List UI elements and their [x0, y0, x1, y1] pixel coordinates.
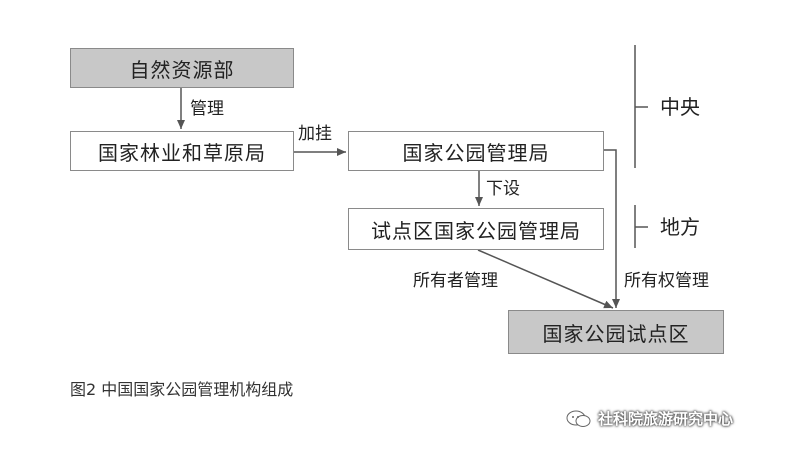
label-manage: 管理	[190, 99, 224, 119]
label-establish: 下设	[486, 179, 520, 199]
arrow-rights-manage	[604, 149, 620, 308]
label-attach: 加挂	[298, 124, 332, 144]
level-local: 地方	[660, 215, 700, 239]
node-forestry-admin: 国家林业和草原局	[70, 131, 294, 171]
wechat-icon	[566, 410, 591, 427]
node-pilot-admin: 试点区国家公园管理局	[348, 208, 604, 250]
arrow-ownership-manage	[477, 249, 614, 309]
node-pilot-area: 国家公园试点区	[508, 310, 724, 354]
node-ministry: 自然资源部	[70, 48, 294, 88]
label-ownership-manage: 所有者管理	[413, 271, 498, 291]
level-central: 中央	[660, 95, 700, 119]
watermark: 社科院旅游研究中心	[566, 408, 733, 429]
watermark-text: 社科院旅游研究中心	[598, 410, 734, 428]
figure-caption: 图2 中国国家公园管理机构组成	[70, 380, 294, 399]
label-rights-manage: 所有权管理	[624, 271, 709, 291]
node-park-admin: 国家公园管理局	[348, 131, 604, 171]
